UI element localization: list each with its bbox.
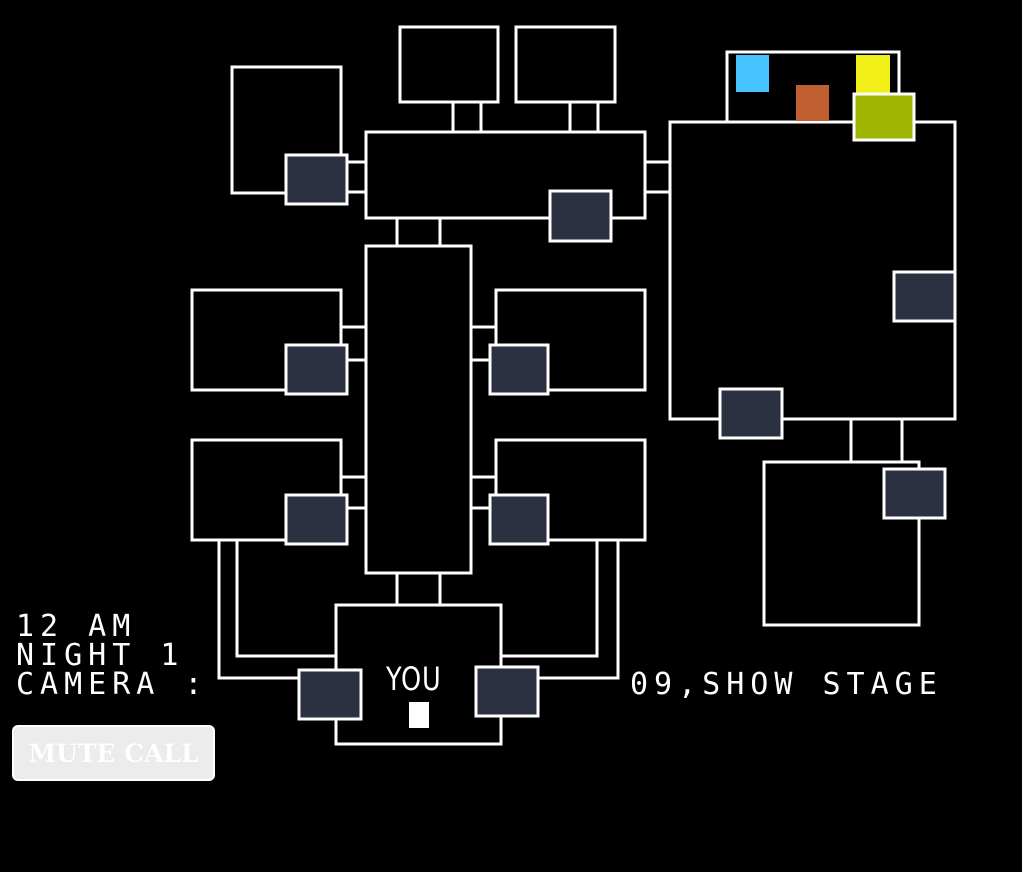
- camera-button[interactable]: [718, 387, 784, 440]
- room-center-hall: [364, 244, 473, 575]
- camera-label: CAMERA :: [16, 667, 209, 702]
- connectors: [217, 102, 904, 680]
- player-marker: [409, 702, 429, 728]
- camera-button[interactable]: [474, 665, 540, 718]
- you-label: YOU: [386, 660, 442, 698]
- room-stage-top: [725, 50, 901, 124]
- room-left-mid: [190, 288, 343, 392]
- camera-button[interactable]: [882, 467, 947, 520]
- hud-info: 12 AM NIGHT 1 CAMERA :: [16, 609, 209, 702]
- room-pirate-cove: [762, 460, 921, 627]
- night-display: NIGHT 1: [16, 638, 185, 673]
- current-camera-name: 09,SHOW STAGE: [630, 667, 943, 702]
- camera-button[interactable]: [297, 668, 363, 721]
- animatronic-freddy: [796, 85, 829, 121]
- camera-button[interactable]: [892, 270, 957, 323]
- camera-button[interactable]: [284, 343, 349, 396]
- camera-button[interactable]: [548, 189, 613, 243]
- camera-button[interactable]: [488, 343, 550, 396]
- time-display: 12 AM: [16, 609, 137, 644]
- room-dining-area: [364, 130, 647, 220]
- camera-button[interactable]: [488, 493, 550, 546]
- mute-call-button[interactable]: MUTE CALL: [12, 725, 215, 781]
- room-restroom-1: [398, 25, 500, 104]
- room-right-mid: [494, 288, 647, 392]
- room-right-lower: [494, 438, 647, 542]
- camera-button[interactable]: [284, 153, 349, 206]
- animatronic-bonnie: [736, 55, 769, 92]
- room-left-lower: [190, 438, 343, 542]
- animatronic-chica: [856, 55, 890, 95]
- camera-button-selected[interactable]: [852, 92, 916, 142]
- room-restroom-2: [514, 25, 617, 104]
- camera-button[interactable]: [284, 493, 349, 546]
